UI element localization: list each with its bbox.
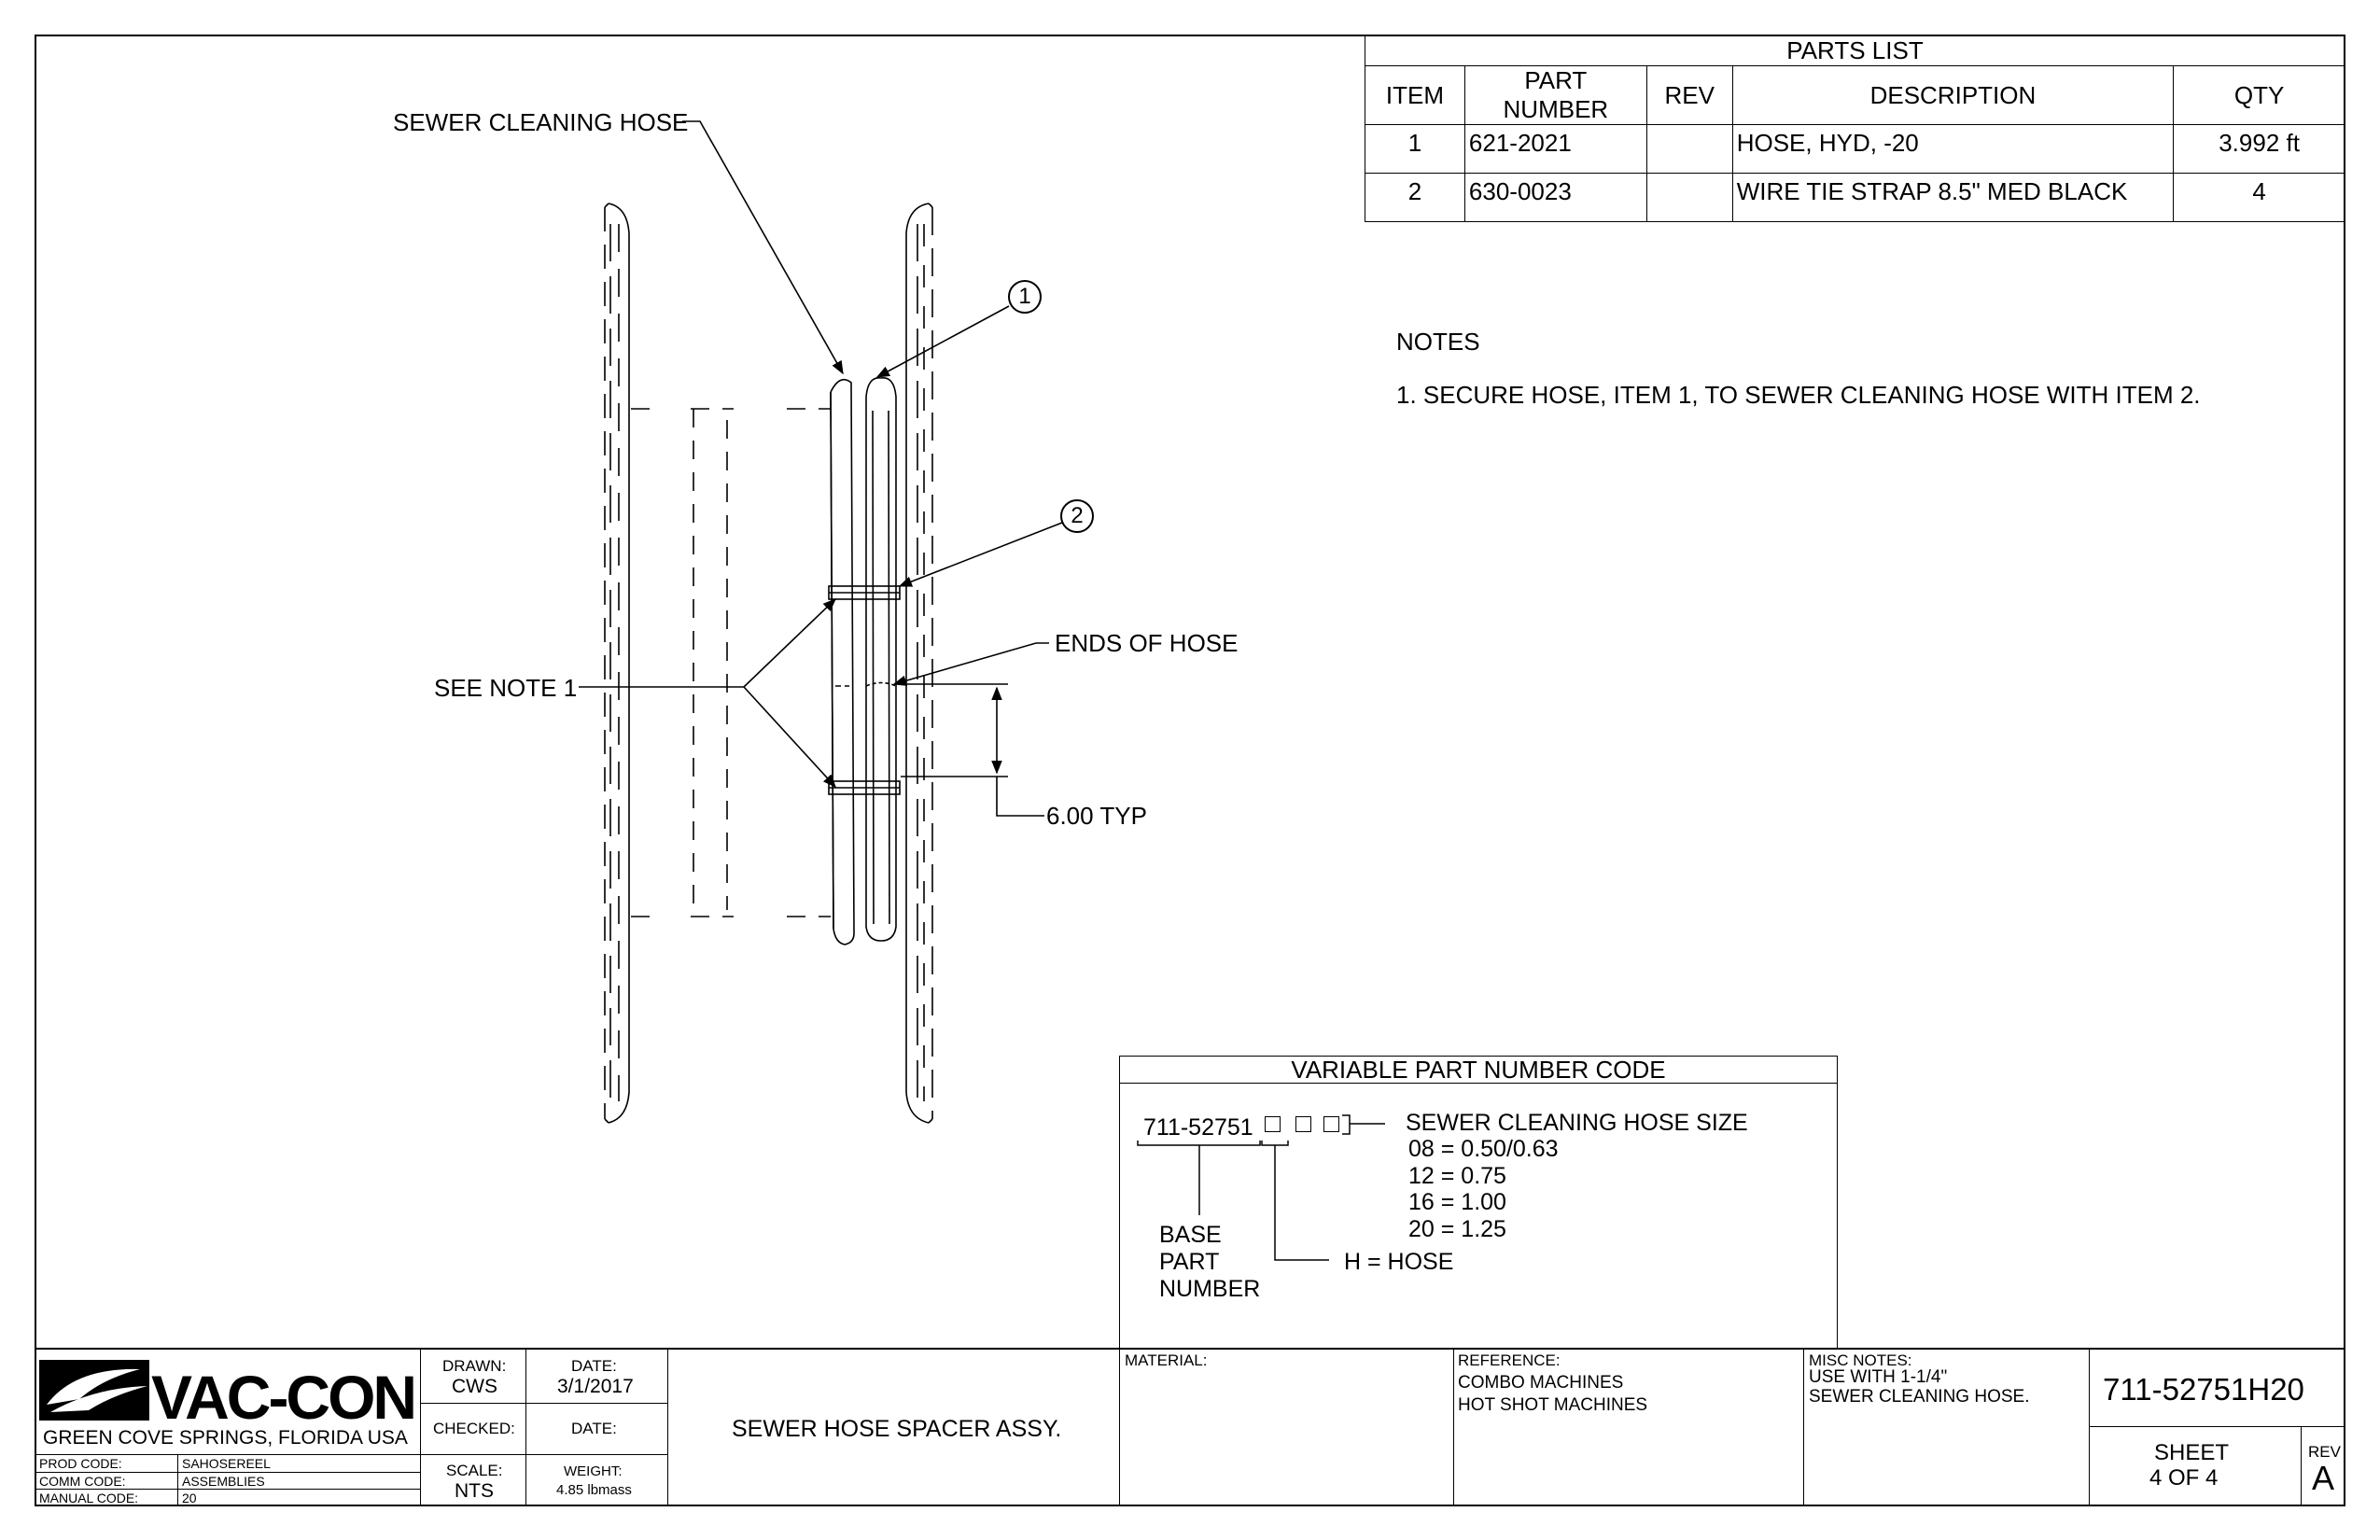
callout-dimension: 6.00 TYP — [1046, 802, 1147, 830]
prod-code-label: PROD CODE: — [39, 1456, 122, 1471]
reference-label: REFERENCE: — [1458, 1351, 1561, 1369]
balloon-item-2: 2 — [1060, 499, 1094, 533]
code-box — [1323, 1116, 1339, 1132]
col-rev-header: REV — [1645, 65, 1733, 125]
checked-date-label: DATE: — [571, 1420, 617, 1437]
col-description-header: DESCRIPTION — [1731, 65, 2175, 125]
drawn-label: DRAWN: — [442, 1357, 507, 1375]
rev-cell — [1645, 173, 1733, 222]
drawing-border — [35, 35, 2345, 1506]
callout-sewer-cleaning-hose: SEWER CLEANING HOSE — [393, 108, 689, 136]
material-label: MATERIAL: — [1125, 1351, 1208, 1369]
drawing-title: SEWER HOSE SPACER ASSY. — [732, 1416, 1062, 1442]
vpn-leaders — [1137, 1114, 1385, 1261]
description-cell: HOSE, HYD, -20 — [1731, 124, 2175, 174]
reference-line: HOT SHOT MACHINES — [1458, 1395, 1648, 1415]
scale-value: NTS — [455, 1480, 494, 1502]
reel-drum-hidden — [631, 408, 831, 917]
right-reel-flange — [905, 203, 933, 1124]
parts-list-table: PARTS LIST ITEM PART NUMBER REV DESCRIPT… — [1365, 35, 2345, 222]
callout-ends-of-hose: ENDS OF HOSE — [1055, 629, 1239, 657]
base-label-line: NUMBER — [1159, 1276, 1261, 1302]
misc-notes-label: MISC NOTES: — [1809, 1351, 1912, 1369]
item-cell: 1 — [1365, 124, 1465, 174]
col-part-number-header: PART NUMBER — [1463, 65, 1647, 125]
part-number-cell: 621-2021 — [1463, 124, 1647, 174]
hydraulic-hose-item-1 — [865, 377, 897, 942]
hose-size-option: 12 = 0.75 — [1408, 1163, 1506, 1189]
sewer-cleaning-hose — [830, 378, 855, 945]
leader-dimension — [996, 777, 1044, 817]
date-label: DATE: — [571, 1357, 617, 1375]
table-row: 1 621-2021 HOSE, HYD, -20 3.992 ft — [1365, 124, 2345, 174]
svg-text:VAC-CON: VAC-CON — [151, 1363, 414, 1425]
h-hose-label: H = HOSE — [1344, 1249, 1454, 1275]
comm-code-value: ASSEMBLIES — [182, 1474, 265, 1489]
col-item-header: ITEM — [1365, 65, 1465, 125]
drawn-date: 3/1/2017 — [557, 1376, 634, 1397]
col-qty-header: QTY — [2173, 65, 2345, 125]
left-reel-flange — [604, 203, 630, 1124]
qty-cell: 3.992 ft — [2173, 124, 2345, 174]
drawn-by: CWS — [452, 1376, 497, 1397]
part-number-cell: 630-0023 — [1463, 173, 1647, 222]
hose-size-title: SEWER CLEANING HOSE SIZE — [1406, 1110, 1748, 1136]
weight-value: 4.85 lbmass — [556, 1482, 632, 1498]
title-block — [35, 1348, 2345, 1508]
checked-label: CHECKED: — [433, 1420, 515, 1437]
code-box — [1265, 1116, 1281, 1132]
hose-size-option: 16 = 1.00 — [1408, 1189, 1506, 1215]
rev-value: A — [2312, 1459, 2335, 1497]
table-row: 2 630-0023 WIRE TIE STRAP 8.5" MED BLACK… — [1365, 173, 2345, 222]
code-box — [1295, 1116, 1311, 1132]
base-part-number: 711-52751 — [1143, 1114, 1253, 1141]
sheet-number: 4 OF 4 — [2149, 1465, 2219, 1491]
qty-cell: 4 — [2173, 173, 2345, 222]
item-cell: 2 — [1365, 173, 1465, 222]
notes-title: NOTES — [1396, 328, 1480, 356]
scale-label: SCALE: — [446, 1462, 503, 1479]
leader-balloon-1 — [875, 305, 1010, 378]
manual-code-value: 20 — [182, 1491, 197, 1505]
balloon-item-1: 1 — [1008, 280, 1042, 314]
base-label-line: BASE — [1159, 1222, 1222, 1248]
callout-see-note-1: SEE NOTE 1 — [434, 674, 578, 702]
hose-size-option: 08 = 0.50/0.63 — [1408, 1136, 1559, 1162]
company-location: GREEN COVE SPRINGS, FLORIDA USA — [43, 1427, 408, 1449]
weight-label: WEIGHT: — [564, 1463, 623, 1479]
drawing-number: 711-52751H20 — [2103, 1372, 2304, 1407]
prod-code-value: SAHOSEREEL — [182, 1456, 271, 1471]
manual-code-label: MANUAL CODE: — [39, 1491, 139, 1505]
leader-sewer-cleaning-hose — [682, 120, 844, 375]
hose-size-option: 20 = 1.25 — [1408, 1216, 1506, 1242]
misc-notes-line: USE WITH 1-1/4" — [1809, 1367, 1948, 1387]
comm-code-label: COMM CODE: — [39, 1474, 126, 1489]
leader-balloon-2 — [898, 522, 1063, 587]
vac-con-logo: VAC-CON — [39, 1360, 415, 1425]
leader-ends-of-hose — [892, 642, 1049, 686]
parts-list-title: PARTS LIST — [1365, 35, 2345, 66]
description-cell: WIRE TIE STRAP 8.5" MED BLACK — [1731, 173, 2175, 222]
variable-part-number-title: VARIABLE PART NUMBER CODE — [1119, 1056, 1838, 1084]
sheet-label: SHEET — [2154, 1440, 2230, 1465]
note-item: 1. SECURE HOSE, ITEM 1, TO SEWER CLEANIN… — [1396, 381, 2201, 409]
misc-notes-line: SEWER CLEANING HOSE. — [1809, 1387, 2030, 1407]
reference-line: COMBO MACHINES — [1458, 1373, 1624, 1393]
rev-cell — [1645, 124, 1733, 174]
base-label-line: PART — [1159, 1249, 1220, 1275]
rev-label: REV — [2308, 1443, 2341, 1461]
